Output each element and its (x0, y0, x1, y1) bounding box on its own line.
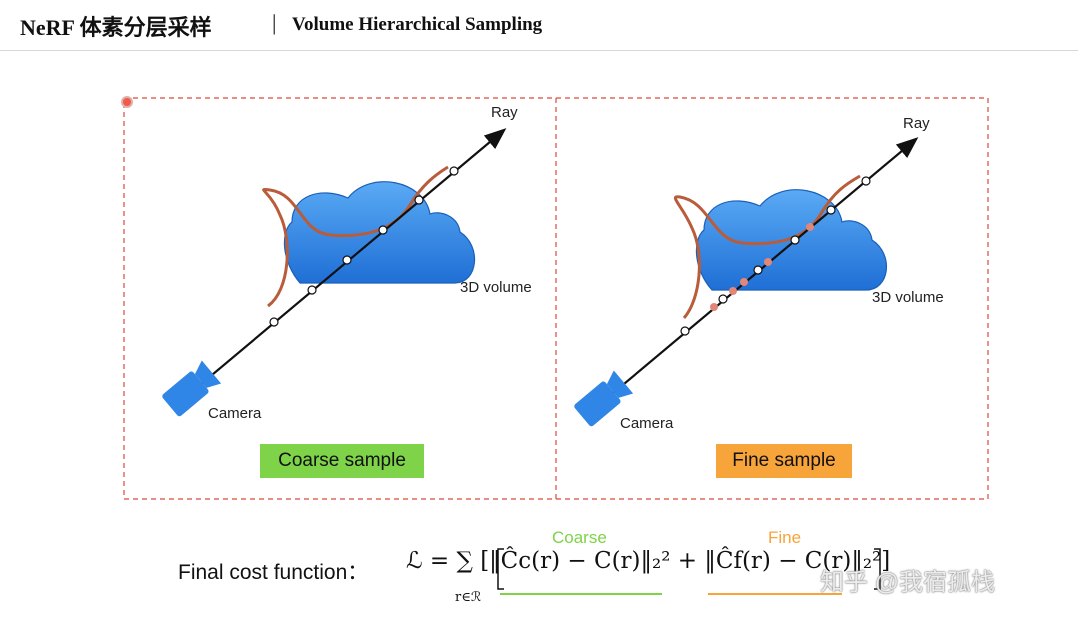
coarse-term-tag: Coarse (552, 528, 607, 547)
camera-label-left: Camera (208, 405, 262, 422)
cost-formula: ℒ = ∑ [‖Ĉc(r) − C(r)‖₂² + ‖Ĉf(r) − C(r)‖… (406, 548, 890, 574)
coarse-underline (500, 593, 662, 595)
left-panel (162, 128, 507, 417)
fine-underline (708, 593, 842, 595)
sample-point (449, 166, 459, 176)
volume-label-right: 3D volume (872, 289, 944, 306)
ray-label-left: Ray (491, 104, 518, 121)
cost-function-label: Final cost function： (178, 561, 369, 584)
fine-sample-point (806, 223, 814, 231)
sample-point (753, 265, 763, 275)
fine-sample-point (710, 303, 718, 311)
record-dot (121, 96, 133, 108)
fine-sample-point (729, 287, 737, 295)
sample-point (718, 294, 728, 304)
slide-subtitle: Volume Hierarchical Sampling (292, 14, 543, 35)
sample-point (861, 176, 871, 186)
sum-subscript: r∈ℛ (455, 590, 482, 605)
coarse-samples (269, 166, 459, 327)
sample-point (378, 225, 388, 235)
fine-sample-point (740, 278, 748, 286)
density-curve-right (673, 174, 861, 319)
formula-expression: ℒ = ∑ [‖Ĉc(r) − C(r)‖₂² + ‖Ĉf(r) − C(r)‖… (406, 548, 891, 574)
sample-point (826, 205, 836, 215)
coarse-samples (680, 176, 871, 336)
coarse-sample-badge: Coarse sample (260, 444, 424, 478)
sample-point (269, 317, 279, 327)
sample-point (414, 195, 424, 205)
camera-label-right: Camera (620, 415, 674, 432)
ray-label-right: Ray (903, 115, 930, 132)
fine-samples (710, 223, 814, 311)
sample-point (307, 285, 317, 295)
camera-icon (574, 370, 634, 427)
watermark-text: 知乎 @我宿孤栈 (820, 569, 996, 596)
slide-title: NeRF 体素分层采样 (20, 15, 212, 40)
fine-sample-badge: Fine sample (716, 444, 852, 478)
sample-point (680, 326, 690, 336)
fine-term-tag: Fine (768, 528, 802, 547)
fine-sample-point (764, 258, 772, 266)
right-bracket (874, 548, 881, 590)
camera-icon (162, 360, 222, 417)
title-separator: | (272, 10, 277, 35)
volume-label-left: 3D volume (460, 279, 532, 296)
density-curve-left (262, 165, 449, 308)
right-panel (574, 137, 919, 427)
left-bracket (497, 548, 504, 590)
slide-header: NeRF 体素分层采样 | Volume Hierarchical Sampli… (0, 0, 1078, 51)
sample-point (790, 235, 800, 245)
sample-point (342, 255, 352, 265)
